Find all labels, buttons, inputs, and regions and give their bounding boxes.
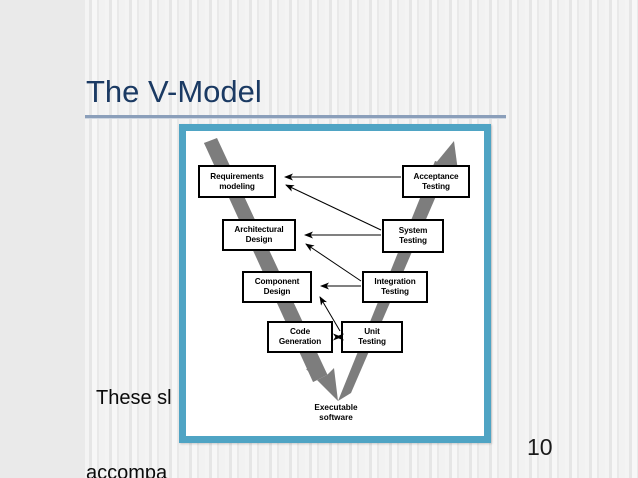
box-component-design: Component Design <box>242 271 312 303</box>
box-requirements-modeling: Requirements modeling <box>198 165 276 198</box>
arrow-integration-to-architectural <box>305 243 362 282</box>
body-text-line: These sl <box>96 387 172 409</box>
page-title: The V-Model <box>86 74 262 109</box>
title-underline <box>85 115 506 118</box>
box-label: Requirements modeling <box>210 171 264 191</box>
box-label: Acceptance Testing <box>413 171 459 191</box>
body-text-line: accompa <box>86 462 168 478</box>
box-label: Architectural Design <box>234 225 284 244</box>
title-underline-shadow <box>85 118 506 119</box>
v-model-diagram: Requirements modeling Architectural Desi… <box>186 131 484 436</box>
box-acceptance-testing: Acceptance Testing <box>402 165 470 198</box>
arrow-unit-to-component <box>319 296 341 332</box>
v-model-picture: Requirements modeling Architectural Desi… <box>179 124 491 443</box>
arrow-system-to-requirements <box>285 184 382 231</box>
body-text-block: These sl accompa Practition Hill, 2009 R… <box>86 336 506 478</box>
slide-background-left <box>0 0 86 478</box>
box-label: Component Design <box>254 277 300 296</box>
feedback-arrows <box>284 173 401 341</box>
box-integration-testing: Integration Testing <box>362 271 428 303</box>
box-label: Unit Testing <box>358 327 386 346</box>
box-label: Integration Testing <box>374 277 416 296</box>
box-label: Code Generation <box>278 327 322 346</box>
page-number: 10 <box>527 434 553 460</box>
executable-software-caption: Executable software <box>314 403 358 422</box>
box-code-generation: Code Generation <box>267 321 333 353</box>
box-system-testing: System Testing <box>382 219 444 253</box>
box-label: System Testing <box>398 226 428 245</box>
left-descending-arrowhead <box>306 366 338 401</box>
box-architectural-design: Architectural Design <box>222 219 296 251</box>
